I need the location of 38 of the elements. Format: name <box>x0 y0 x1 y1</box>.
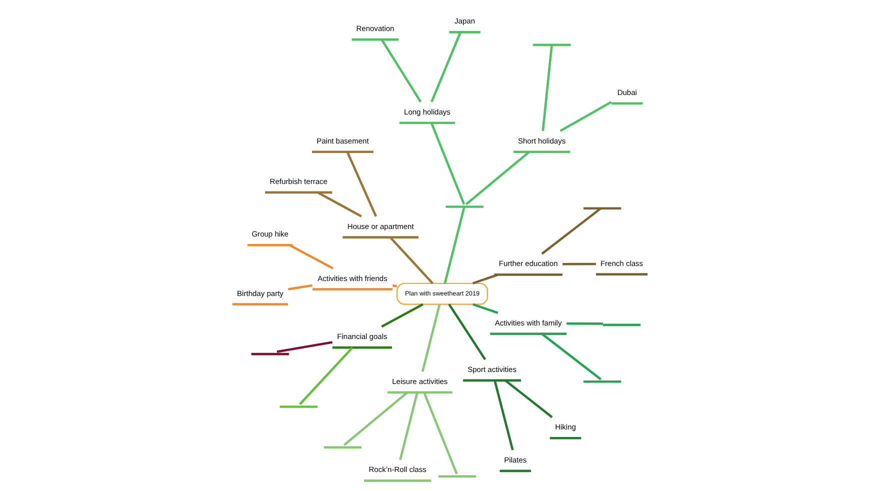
connector <box>430 31 462 102</box>
node-line <box>583 380 621 382</box>
connector <box>541 44 552 131</box>
node-line <box>323 446 362 448</box>
node-line <box>250 352 288 355</box>
connector <box>398 392 418 460</box>
connector <box>430 122 465 204</box>
node-line <box>532 43 570 46</box>
connector <box>288 244 334 269</box>
connector <box>464 150 530 205</box>
connector <box>472 302 498 314</box>
connector <box>389 236 433 284</box>
connector <box>559 100 612 132</box>
connector <box>504 379 552 418</box>
connector <box>562 262 596 265</box>
connector <box>422 392 458 474</box>
connector <box>540 332 602 380</box>
node-line <box>602 323 640 326</box>
connector <box>298 346 353 405</box>
node-line <box>438 474 476 478</box>
connector <box>493 380 514 450</box>
connector <box>443 206 465 284</box>
connector <box>346 151 377 216</box>
connector <box>316 190 362 217</box>
connector <box>287 284 312 290</box>
node-line <box>279 405 317 408</box>
connector <box>276 340 332 352</box>
connector <box>448 303 486 360</box>
node-line <box>583 206 621 210</box>
connector <box>566 322 602 324</box>
connector <box>342 391 408 446</box>
connector <box>540 206 602 254</box>
connector <box>420 304 440 372</box>
connector <box>380 302 423 328</box>
connector <box>472 273 498 284</box>
connector <box>380 38 422 102</box>
node-line <box>445 205 483 208</box>
connector <box>392 284 397 287</box>
